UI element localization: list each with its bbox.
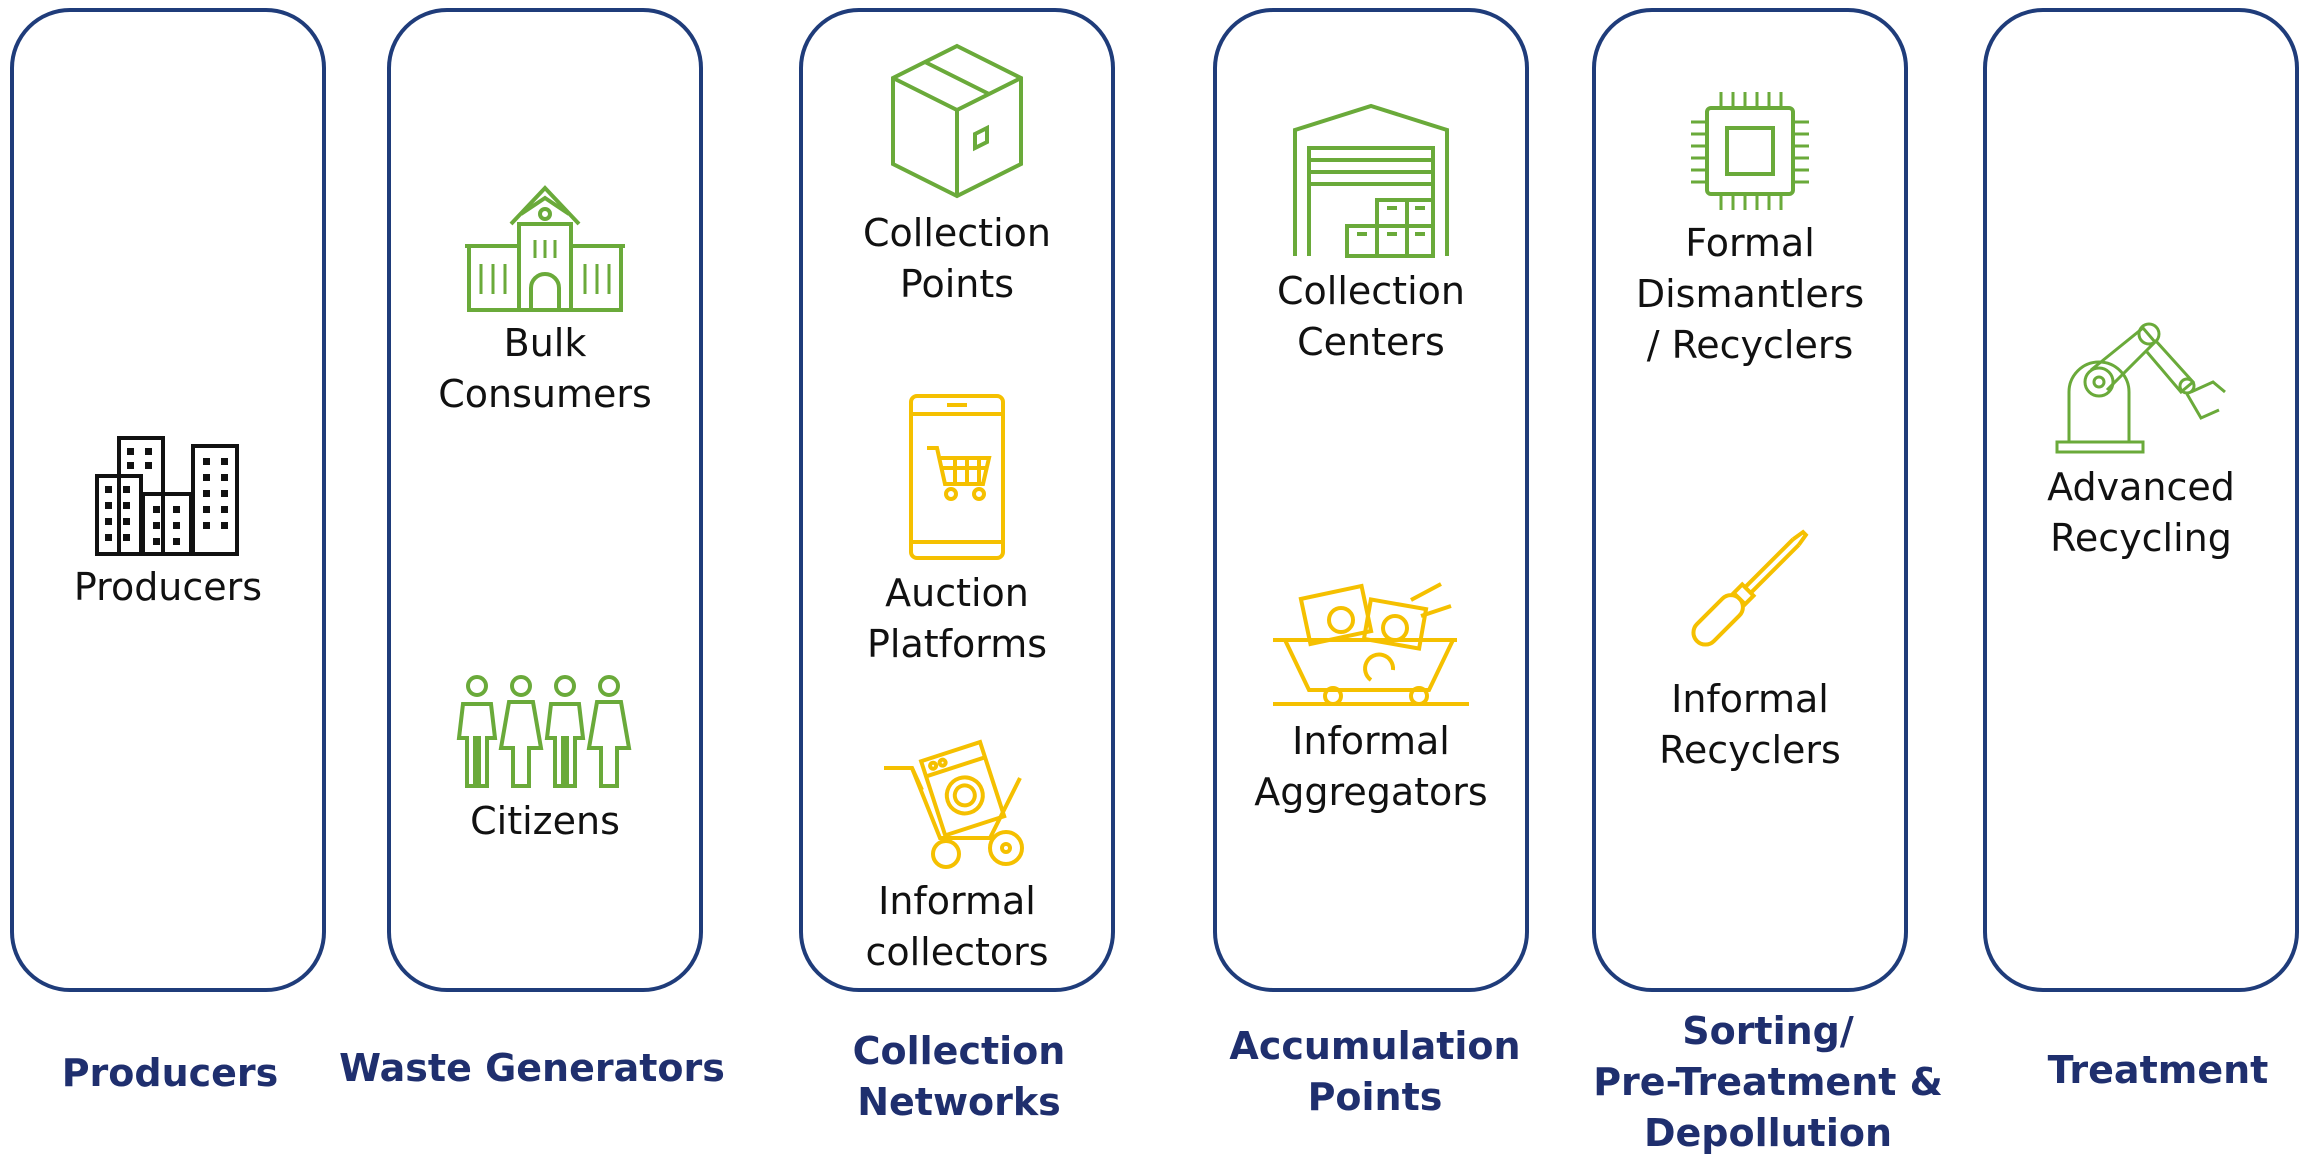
box-icon [891, 43, 1023, 199]
item-collection-points: Collection Points [803, 42, 1111, 310]
warehouse-icon [1293, 103, 1449, 258]
item-label: Citizens [470, 799, 620, 843]
stage-label-sorting-pretreatment: Sorting/ Pre-Treatment & Depollution [1593, 1009, 1943, 1155]
item-label: Auction Platforms [866, 571, 1048, 666]
stage-label-accumulation-points: Accumulation Points [1229, 1024, 1521, 1119]
item-label: Bulk Consumers [438, 321, 652, 416]
item-label: Collection Points [863, 211, 1051, 306]
item-label: Collection Centers [1277, 269, 1465, 364]
smartphone-cart-icon [909, 394, 1005, 560]
item-label: Informal Recyclers [1659, 677, 1841, 772]
chip-icon [1691, 92, 1809, 210]
column-accumulation-points: Collection Centers Informal Aggregators [1213, 8, 1529, 992]
item-informal-aggregators: Informal Aggregators [1217, 580, 1525, 818]
people-group-icon [456, 675, 632, 788]
screwdriver-icon [1691, 529, 1809, 647]
item-label: Informal Aggregators [1254, 719, 1488, 814]
stage-label-treatment: Treatment [2047, 1048, 2269, 1092]
item-citizens: Citizens [391, 674, 699, 847]
scrap-cart-icon [1273, 582, 1469, 706]
stage-label-waste-generators: Waste Generators [339, 1046, 725, 1090]
column-collection-networks: Collection Points Auction Platforms [799, 8, 1115, 992]
institution-building-icon [465, 185, 625, 312]
cart-washing-machine-icon [884, 739, 1024, 869]
item-formal-dismantlers: Formal Dismantlers / Recyclers [1596, 90, 1904, 371]
item-label: Advanced Recycling [2047, 465, 2235, 560]
item-label: Informal collectors [865, 879, 1049, 974]
item-producers: Producers [14, 432, 322, 613]
column-treatment: Advanced Recycling [1983, 8, 2299, 992]
item-advanced-recycling: Advanced Recycling [1987, 320, 2295, 564]
stage-label-collection-networks: Collection Networks [852, 1029, 1066, 1124]
buildings-icon [95, 436, 239, 556]
item-auction-platforms: Auction Platforms [803, 392, 1111, 670]
item-collection-centers: Collection Centers [1217, 103, 1525, 368]
column-waste-generators: Bulk Consumers Citizens [387, 8, 703, 992]
robot-arm-icon [2055, 322, 2226, 454]
stage-label-producers: Producers [61, 1051, 279, 1095]
column-sorting-pretreatment: Formal Dismantlers / Recyclers Informal … [1592, 8, 1908, 992]
column-producers: Producers [10, 8, 326, 992]
item-label: Formal Dismantlers / Recyclers [1635, 221, 1865, 367]
item-bulk-consumers: Bulk Consumers [391, 184, 699, 420]
item-label: Producers [73, 565, 263, 609]
item-informal-recyclers: Informal Recyclers [1596, 508, 1904, 776]
item-informal-collectors: Informal collectors [803, 730, 1111, 978]
